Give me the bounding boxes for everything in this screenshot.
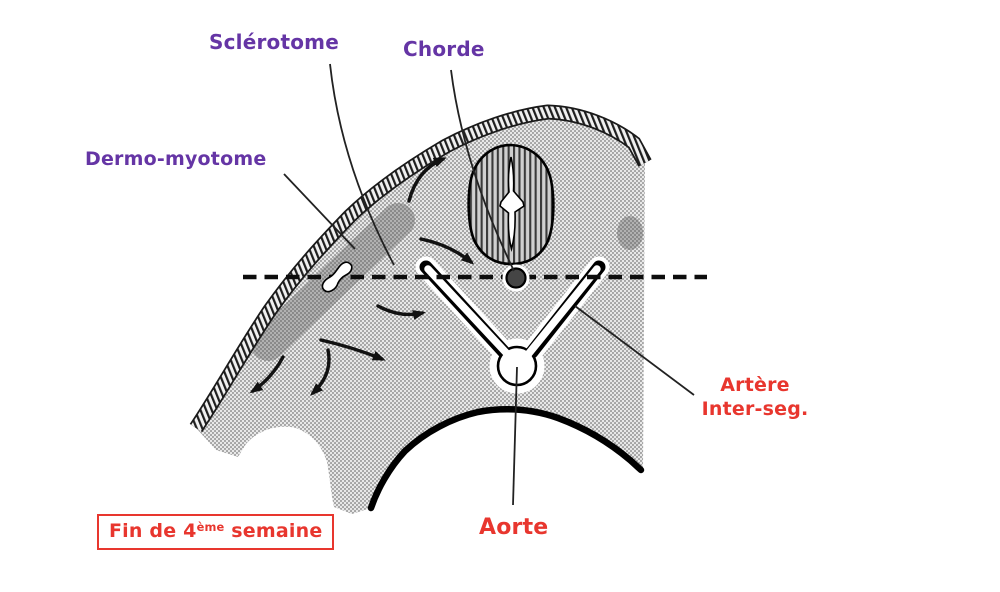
leader-lines — [283, 63, 695, 506]
somite-remnant-blob — [617, 216, 643, 250]
gut-roof-curve — [367, 406, 645, 512]
neural-tube — [467, 143, 555, 266]
notochord — [502, 264, 530, 292]
surface-ectoderm-band — [189, 104, 652, 433]
artere-label-line1: Artère — [720, 374, 790, 396]
sclerotome-leader — [329, 63, 395, 266]
caption-superscript: ème — [196, 519, 225, 534]
chorde-label: Chorde — [403, 37, 485, 61]
caption-prefix: Fin de 4 — [109, 520, 197, 542]
caption-suffix: semaine — [224, 520, 323, 542]
myocoele-slit — [321, 261, 353, 293]
aorte-label: Aorte — [479, 515, 549, 540]
chorde-leader — [450, 69, 515, 272]
artere-interseg-label: Artère Inter-seg. — [688, 373, 822, 421]
arrow-down — [310, 348, 331, 396]
dermomyotome-label: Dermo-myotome — [85, 148, 267, 170]
aorte-leader — [512, 366, 518, 506]
artere-label-line2: Inter-seg. — [701, 398, 809, 420]
arrow-down-right — [319, 338, 386, 361]
neural-canal — [499, 156, 525, 253]
arrow-to-chorde — [419, 237, 475, 265]
dermomyotome-leader — [283, 173, 356, 250]
migration-arrows — [249, 157, 475, 396]
arrow-up-right — [407, 157, 447, 203]
artere-leader — [574, 305, 695, 396]
arrow-down-left — [249, 355, 285, 394]
arrow-right — [376, 304, 426, 320]
stage-caption-box: Fin de 4ème semaine — [97, 514, 335, 550]
sclerotome-label: Sclérotome — [209, 30, 339, 54]
